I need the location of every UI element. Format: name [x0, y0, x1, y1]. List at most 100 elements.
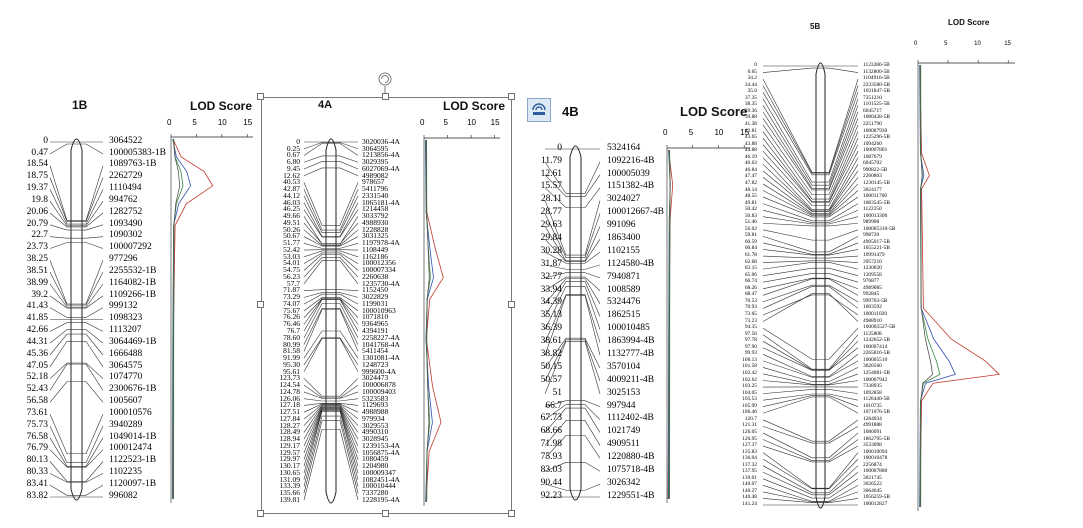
- marker-name: 1125808: [863, 330, 882, 337]
- resize-handle[interactable]: [257, 301, 264, 308]
- marker-name: 1282752: [109, 206, 143, 217]
- resize-handle[interactable]: [508, 93, 515, 100]
- marker-position: 50.83: [744, 212, 757, 219]
- marker-name: 3028945: [362, 434, 389, 444]
- marker-name: 1104916-5B: [863, 75, 890, 82]
- marker-position: 44.12: [283, 190, 300, 200]
- marker-connector: [762, 131, 859, 200]
- marker-position: 41.43: [26, 301, 48, 312]
- marker-name: 1098323: [109, 313, 143, 324]
- lod-trace: [172, 138, 184, 500]
- marker-connector: [49, 200, 104, 227]
- marker-name: 1214458: [362, 204, 389, 214]
- marker-name: 4009211-4B: [607, 374, 655, 385]
- marker-connector: [49, 484, 104, 496]
- marker-position: 28.77: [540, 207, 562, 218]
- marker-position: 0.47: [31, 147, 48, 158]
- marker-position: 60.59: [744, 238, 757, 245]
- marker-name: 3533098: [863, 442, 882, 449]
- marker-position: 75.93: [540, 452, 562, 463]
- marker-position: 140.27: [742, 487, 757, 494]
- marker-name: 3020036-4A: [362, 136, 400, 146]
- marker-name: 1049014-1B: [109, 431, 157, 442]
- marker-name: 6027069-4A: [362, 163, 400, 173]
- marker-name: 100012356: [362, 258, 396, 268]
- marker-name: 1197978-4A: [362, 238, 400, 248]
- marker-position: 80.13: [26, 455, 48, 466]
- marker-name: 1862515: [607, 310, 641, 321]
- marker-position: 50.57: [540, 374, 562, 385]
- resize-handle[interactable]: [382, 510, 389, 517]
- resize-handle[interactable]: [257, 510, 264, 517]
- marker-connector: [544, 295, 601, 356]
- marker-connector: [762, 327, 859, 360]
- marker-name: 100007930: [863, 127, 888, 134]
- marker-connector: [762, 267, 859, 276]
- marker-connector: [303, 143, 359, 156]
- marker-name: 1092216-4B: [607, 155, 655, 166]
- marker-name: 998720: [863, 232, 880, 239]
- marker-connector: [762, 273, 859, 283]
- lod-trace: [172, 138, 192, 500]
- marker-name: 999600-4A: [362, 366, 397, 376]
- marker-position: 34.39: [540, 297, 562, 308]
- resize-handle[interactable]: [508, 510, 515, 517]
- marker-position: 124.54: [279, 380, 300, 390]
- marker-name: 4988988: [362, 407, 389, 417]
- marker-name: 1056259-5B: [863, 494, 890, 501]
- marker-name: 100005527-5B: [863, 324, 896, 331]
- marker-name: 100010485: [607, 323, 650, 334]
- resize-handle[interactable]: [508, 301, 515, 308]
- marker-connector: [49, 165, 104, 221]
- marker-connector: [762, 478, 859, 499]
- marker-name: 5411454: [362, 346, 388, 356]
- marker-position: 68.66: [540, 426, 562, 437]
- marker-connector: [303, 403, 359, 413]
- marker-connector: [303, 420, 359, 494]
- marker-position: 22.7: [31, 230, 48, 241]
- resize-handle[interactable]: [382, 93, 389, 100]
- marker-name: 4990310: [362, 427, 389, 437]
- marker-name: 1228195-4A: [362, 494, 400, 504]
- marker-name: 1204980: [362, 461, 389, 471]
- lod-tick-label: 0: [167, 118, 172, 127]
- marker-position: 39.36: [744, 107, 757, 114]
- rotate-handle-icon[interactable]: [378, 72, 392, 86]
- marker-position: 28.11: [540, 194, 562, 205]
- marker-name: 100010576: [109, 407, 152, 418]
- marker-name: 3026342: [607, 477, 641, 488]
- marker-position: 31.87: [540, 258, 562, 269]
- marker-name: 997944: [607, 400, 636, 411]
- marker-position: 38.25: [26, 254, 48, 265]
- chromosome-title-1b: 1B: [72, 98, 88, 112]
- marker-connector: [49, 272, 104, 306]
- marker-position: 52.18: [26, 372, 48, 383]
- marker-position: 97.90: [744, 343, 757, 350]
- marker-name: 100006878: [362, 380, 396, 390]
- marker-connector: [303, 260, 359, 285]
- marker-name: 3029553: [362, 420, 389, 430]
- lod-trace: [919, 64, 1001, 508]
- marker-position: 133.39: [279, 481, 300, 491]
- lod-tick-label: 5: [192, 118, 197, 127]
- marker-name: 979934: [362, 413, 385, 423]
- layout-options-icon[interactable]: [527, 98, 551, 122]
- marker-position: 50.15: [540, 361, 562, 372]
- marker-position: 32.77: [540, 271, 562, 282]
- marker-name: 2265816-5B: [863, 350, 890, 357]
- resize-handle[interactable]: [257, 93, 264, 100]
- marker-connector: [303, 142, 359, 150]
- marker-name: 100005383-1B: [109, 147, 166, 158]
- marker-position: 20.06: [26, 206, 48, 217]
- marker-name: 4989085: [863, 284, 882, 291]
- marker-name: 3024177: [863, 186, 882, 193]
- marker-connector: [762, 249, 859, 256]
- marker-position: 73.23: [744, 317, 757, 324]
- marker-position: 101.58: [742, 363, 757, 370]
- marker-position: 121.31: [742, 422, 757, 429]
- marker-name: 999132: [109, 301, 138, 312]
- marker-name: 100007942: [863, 376, 888, 383]
- marker-position: 140.07: [742, 481, 757, 488]
- marker-connector: [303, 309, 359, 352]
- marker-name: 4909511: [607, 439, 640, 450]
